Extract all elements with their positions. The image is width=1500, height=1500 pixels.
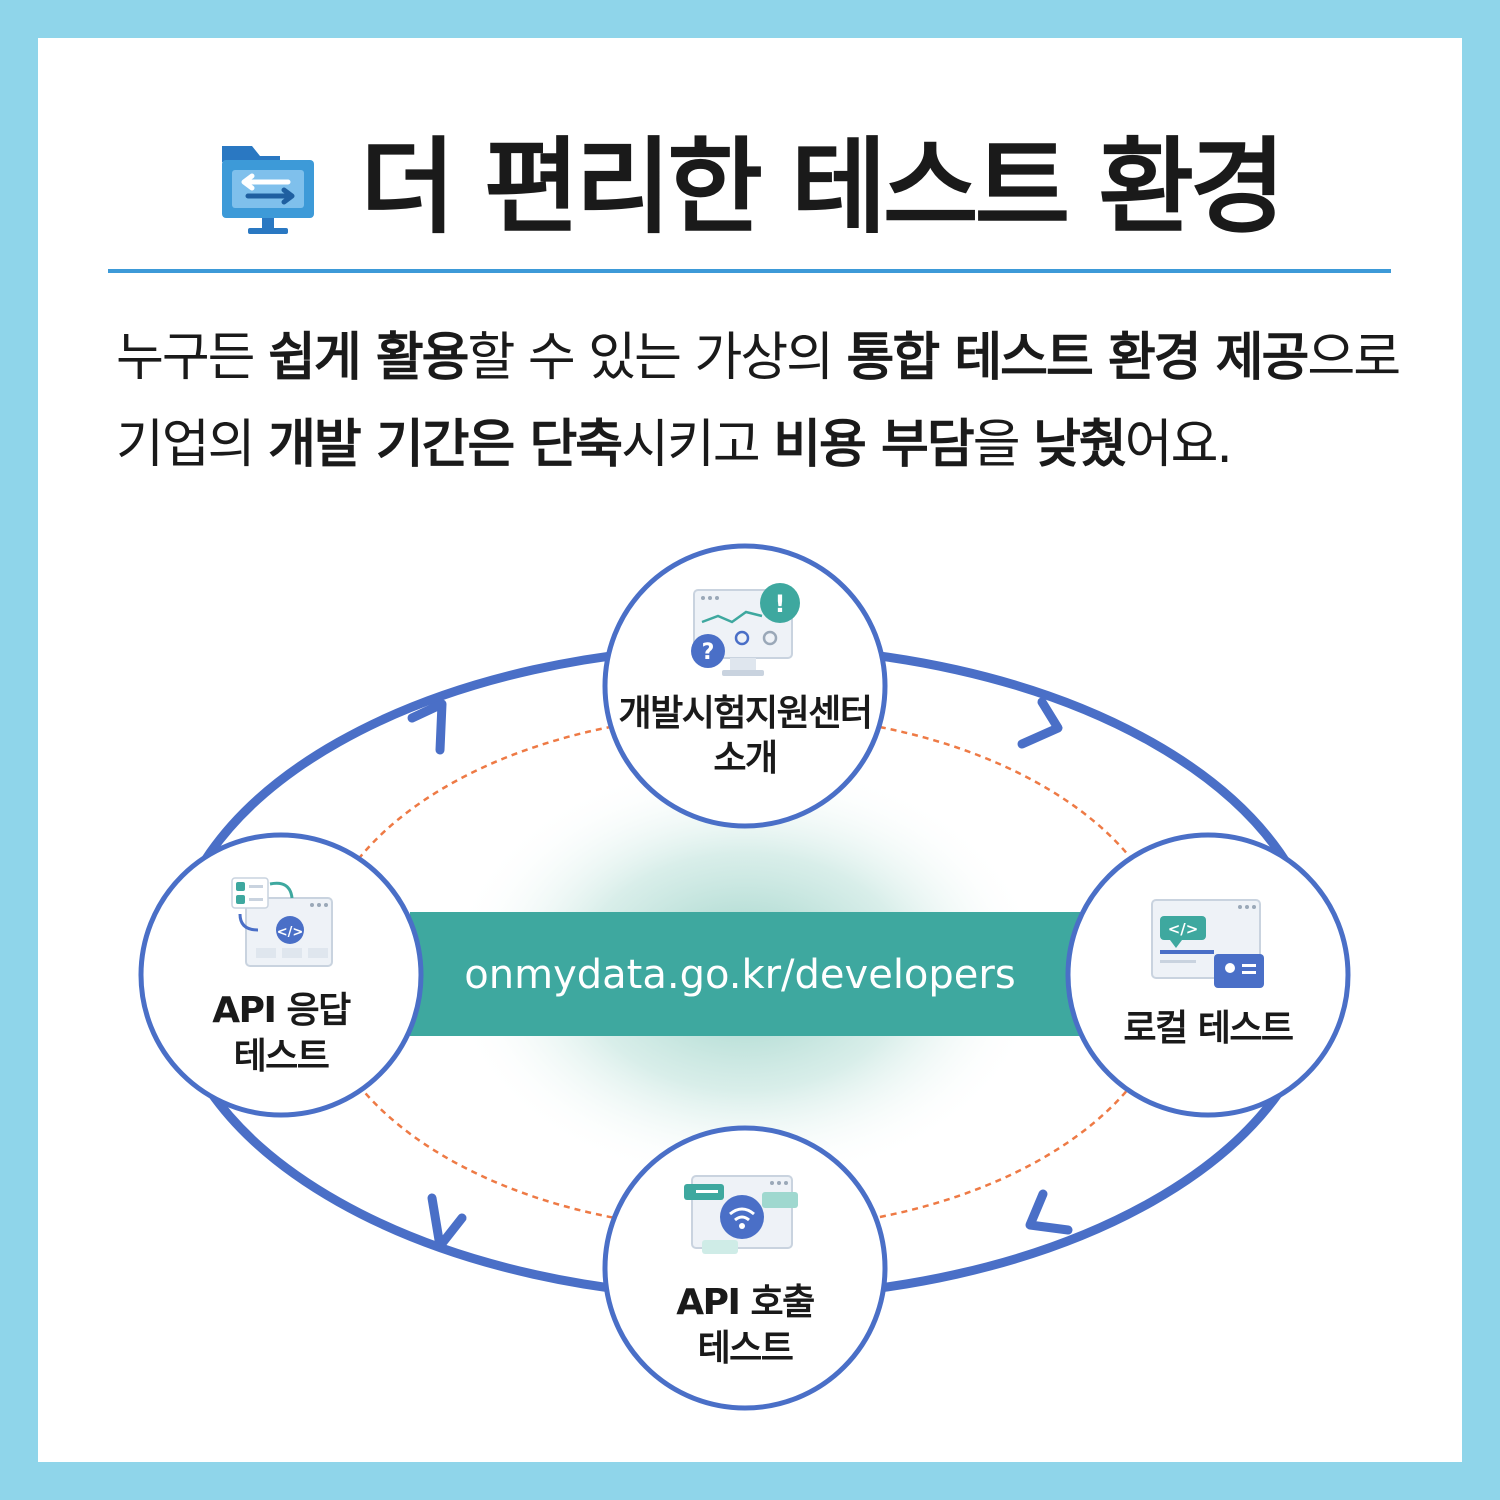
svg-text:</>: </>	[277, 925, 304, 940]
desc-seg-bold: 통합 테스트 환경 제공	[846, 328, 1310, 388]
desc-seg: 을	[972, 415, 1034, 475]
browser-wifi-messages-icon	[684, 1175, 798, 1254]
header: 더 편리한 테스트 환경	[222, 125, 1342, 250]
desc-seg-bold: 개발 기간은 단축	[268, 415, 623, 475]
arrow-icon	[407, 699, 447, 755]
browser-code-checklist-icon: </>	[231, 877, 333, 967]
node-left[interactable]: </> API 응답 테스트	[138, 832, 424, 1118]
node-top-label: 개발시험지원센터	[619, 693, 872, 734]
node-right[interactable]: </> 로컬 테스트	[1065, 832, 1351, 1118]
desc-seg: 으로 기업의	[116, 328, 1401, 475]
folder-monitor-transfer-icon	[222, 146, 314, 234]
title-divider	[108, 269, 1391, 273]
desc-seg: 시키고	[621, 415, 774, 475]
page-title: 더 편리한 테스트 환경	[360, 126, 1286, 248]
desc-seg: 할 수 있는 가상의	[467, 328, 847, 388]
node-top[interactable]: ! ? 개발시험지원센터 소개	[602, 543, 888, 829]
node-bottom-label: API 호출	[676, 1282, 814, 1323]
browser-code-location-icon: </>	[1151, 899, 1264, 988]
arrow-icon	[427, 1193, 467, 1251]
desc-seg-bold: 비용 부담	[773, 415, 974, 475]
node-left-label-2: 테스트	[234, 1036, 329, 1077]
desc-seg: 누구든	[116, 328, 269, 388]
svg-text:?: ?	[702, 640, 715, 665]
node-top-label-2: 소개	[713, 738, 776, 779]
desc-seg: 어요.	[1124, 415, 1233, 475]
desc-seg-bold: 쉽게 활용	[268, 328, 469, 388]
node-right-label: 로컬 테스트	[1123, 1008, 1293, 1049]
monitor-chart-question-icon: ! ?	[691, 583, 800, 676]
node-bottom[interactable]: API 호출 테스트	[602, 1125, 888, 1411]
arrow-icon	[1025, 1189, 1073, 1235]
url-text[interactable]: onmydata.go.kr/developers	[464, 952, 1015, 998]
url-band	[410, 912, 1080, 1036]
description-paragraph: 누구든 쉽게 활용할 수 있는 가상의 통합 테스트 환경 제공으로 기업의 개…	[116, 315, 1406, 489]
svg-text:</>: </>	[1168, 920, 1199, 938]
svg-text:!: !	[775, 590, 786, 618]
desc-seg-bold: 낮췄	[1033, 415, 1127, 475]
node-left-label: API 응답	[212, 990, 351, 1031]
arrow-icon	[1017, 697, 1063, 749]
node-bottom-label-2: 테스트	[698, 1328, 793, 1369]
